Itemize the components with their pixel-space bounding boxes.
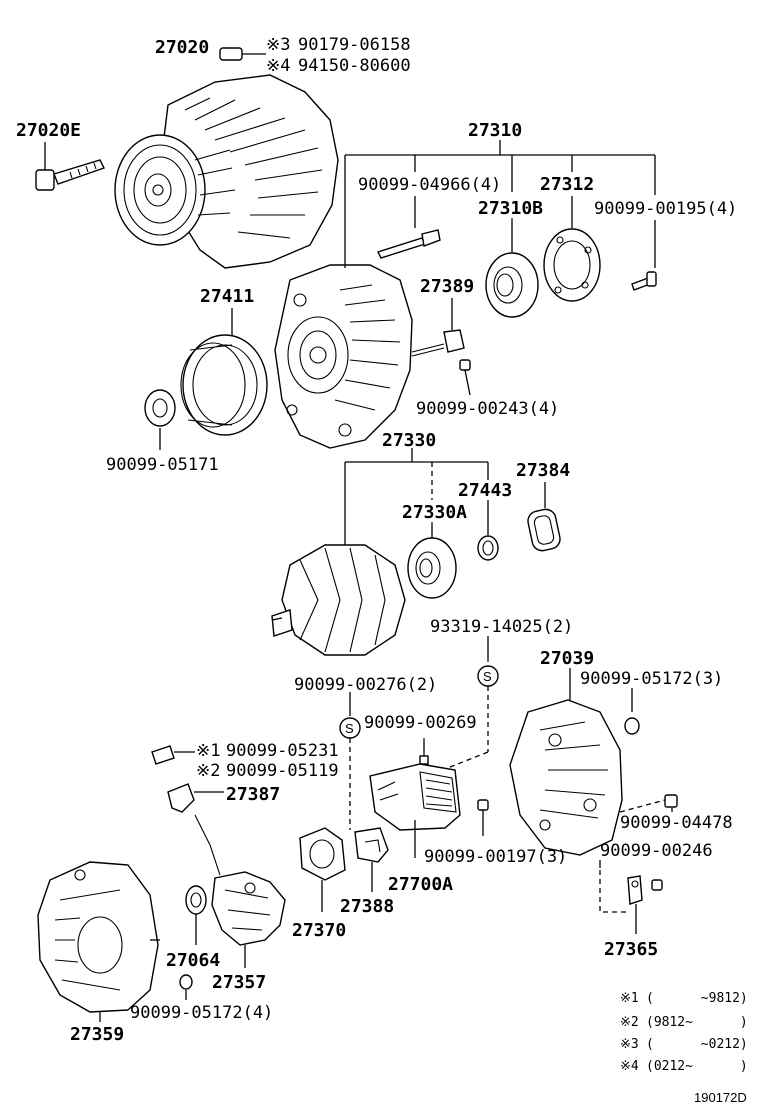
part-label-90099-04478: 90099-04478 — [620, 813, 733, 833]
part-label-90099-00269: 90099-00269 — [364, 713, 477, 733]
marker-3: ※3 — [266, 35, 290, 55]
washer-27064-drawing — [185, 885, 207, 945]
plate-27357-drawing — [194, 814, 286, 968]
part-label-90099-00197: 90099-00197(3) — [424, 847, 567, 867]
part-label-27330: 27330 — [382, 430, 436, 451]
terminal-27365-drawing — [599, 860, 663, 934]
cover-27384-drawing — [527, 482, 561, 552]
part-label-90099-00195: 90099-00195(4) — [594, 199, 737, 219]
rectifier-end-frame-drawing — [509, 668, 623, 856]
part-label-27365: 27365 — [604, 939, 658, 960]
pulley-drawing — [180, 308, 268, 436]
nut-90099-05172-3-drawing — [624, 688, 640, 735]
note-text-4: (0212~ ) — [646, 1059, 748, 1074]
note-mark-2: ※2 — [620, 1015, 639, 1030]
part-label-90099-00276: 90099-00276(2) — [294, 675, 437, 695]
part-label-27357: 27357 — [212, 972, 266, 993]
part-label-27312: 27312 — [540, 174, 594, 195]
marker-4: ※4 — [266, 56, 290, 76]
note-text-3: ( ~0212) — [646, 1037, 748, 1052]
diagram-code: 190172D — [694, 1090, 747, 1105]
part-label-27370: 27370 — [292, 920, 346, 941]
screw-90099-00197-drawing — [477, 799, 489, 836]
part-label-27384: 27384 — [516, 460, 570, 481]
ring-27443-drawing — [477, 500, 499, 561]
note-mark-1: ※1 — [620, 991, 639, 1006]
note-text-2: (9812~ ) — [646, 1015, 748, 1030]
rotor-drawing — [271, 544, 406, 656]
part-label-90099-00246: 90099-00246 — [600, 841, 713, 861]
nut-90099-05172-4-drawing — [179, 974, 193, 1000]
note-mark-3: ※3 — [620, 1037, 639, 1052]
retainer-plate-drawing — [543, 196, 601, 302]
bearing-27330a-drawing — [407, 522, 457, 599]
part-label-90099-05171: 90099-05171 — [106, 455, 219, 475]
applicability-notes: ※1 ( ~9812) ※2 (9812~ ) ※3 ( ~0212) ※4 (… — [620, 991, 748, 1074]
part-label-90099-05172-4: 90099-05172(4) — [130, 1003, 273, 1023]
screw-90099-00195-drawing — [631, 220, 657, 291]
spacer-27389-drawing — [411, 298, 465, 357]
holder-27388-drawing — [354, 827, 389, 892]
marker-1: ※1 — [196, 741, 220, 761]
part-label-93319-14025: 93319-14025(2) — [430, 617, 573, 637]
part-label-27443: 27443 — [458, 480, 512, 501]
part-label-27359: 27359 — [70, 1024, 124, 1045]
s-mark-text: S — [345, 721, 354, 736]
part-label-27411: 27411 — [200, 286, 254, 307]
part-label-27020e: 27020E — [16, 120, 81, 141]
part-label-27310: 27310 — [468, 120, 522, 141]
regulator-drawing — [369, 738, 461, 858]
note-mark-4: ※4 — [620, 1059, 639, 1074]
part-label-90179-06158: 90179-06158 — [298, 35, 411, 55]
part-label-90099-05172-3: 90099-05172(3) — [580, 669, 723, 689]
bearing-27310b-drawing — [485, 218, 539, 318]
alternator-assembly-drawing — [114, 47, 339, 269]
marker-2: ※2 — [196, 761, 220, 781]
part-label-90099-05231: 90099-05231 — [226, 741, 339, 761]
note-text-1: ( ~9812) — [646, 991, 748, 1006]
part-label-27389: 27389 — [420, 276, 474, 297]
part-label-90099-05119: 90099-05119 — [226, 761, 339, 781]
screw-90099-00243-drawing — [459, 359, 471, 396]
part-label-27700a: 27700A — [388, 874, 453, 895]
part-label-27330a: 27330A — [402, 502, 467, 523]
drive-end-frame-drawing — [274, 264, 413, 449]
through-bolt-drawing — [35, 142, 105, 191]
part-label-27387: 27387 — [226, 784, 280, 805]
s-mark-text: S — [483, 669, 492, 684]
rear-cover-drawing — [37, 861, 160, 1022]
part-label-27310b: 27310B — [478, 198, 543, 219]
part-label-90099-04966: 90099-04966(4) — [358, 175, 501, 195]
s-mark-00276: S — [339, 692, 361, 830]
terminal-insulator-drawing — [151, 745, 224, 813]
part-label-94150-80600: 94150-80600 — [298, 56, 411, 76]
pulley-nut-drawing — [144, 389, 176, 450]
brush-holder-drawing — [299, 827, 346, 912]
part-label-27064: 27064 — [166, 950, 220, 971]
part-label-90099-00243: 90099-00243(4) — [416, 399, 559, 419]
s-mark-93319: S — [429, 636, 499, 776]
part-label-27020: 27020 — [155, 37, 209, 58]
part-label-27039: 27039 — [540, 648, 594, 669]
part-label-27388: 27388 — [340, 896, 394, 917]
screw-90099-04966-drawing — [377, 196, 441, 259]
screw-90099-04478-drawing — [619, 794, 678, 813]
